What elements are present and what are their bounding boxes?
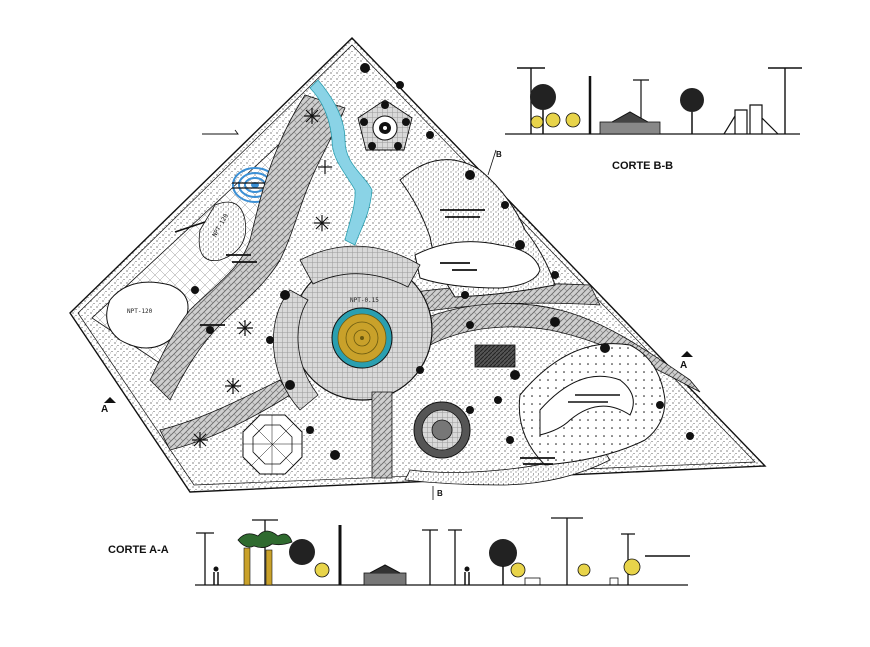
south-round-plaza [404,401,611,486]
section-marker-b-top: B [496,150,502,159]
se-crescent [518,343,666,466]
section-marker-b-bottom: B [437,489,443,498]
water-channel [309,79,373,246]
section-markers [104,351,693,403]
corte-aa-label: CORTE A-A [108,544,169,556]
palm-symbols [192,108,332,448]
elevation-aa [195,517,690,586]
level-label-npt-120: NPT-120 [127,308,153,315]
section-marker-a-left: A [101,404,109,415]
plan-annotations [174,129,497,500]
section-marker-a-right: A [680,360,688,371]
central-plaza [291,245,433,479]
tree-symbols [191,63,694,460]
sw-gazebo [242,414,303,475]
west-curved-seating [273,289,319,411]
elevation-bb [505,67,802,135]
level-label-center: NPT-0.15 [350,297,379,304]
ne-lawn [399,159,556,298]
west-terrace [91,123,301,371]
corte-bb-label: CORTE B-B [612,160,674,172]
pavilion-block [474,344,516,368]
star-plaza [357,99,413,151]
